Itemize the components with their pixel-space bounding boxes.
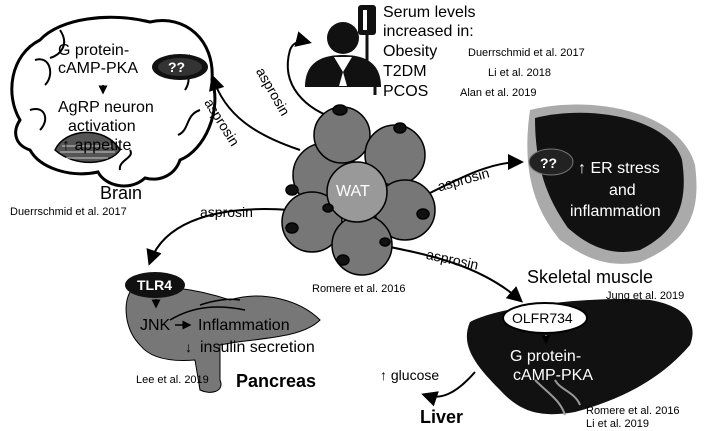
brain-citation: Duerrschmid et al. 2017	[10, 206, 127, 218]
pancreas-receptor	[125, 272, 185, 298]
liver-receptor	[502, 302, 588, 334]
pancreas-illustration	[125, 286, 321, 393]
serum-title-line1: Serum levels	[383, 4, 476, 21]
pancreas-jnk: JNK	[140, 317, 171, 334]
muscle-label: Skeletal muscle	[527, 267, 654, 287]
arrow-to-liver	[379, 244, 524, 303]
serum-item-name: PCOS	[383, 83, 429, 100]
pancreas-citation: Lee et al. 2019	[136, 374, 209, 386]
arrow-to-pancreas	[146, 208, 291, 266]
wat-label: WAT	[336, 183, 370, 200]
brain-label: Brain	[100, 183, 143, 203]
pancreas-label: Pancreas	[236, 371, 317, 391]
serum-item-citation: Li et al. 2018	[488, 67, 551, 79]
muscle-receptor	[528, 148, 574, 176]
arrow-to-brain	[209, 74, 301, 151]
liver-receptor-label: OLFR734	[512, 310, 573, 326]
brain-pathway-line1: G protein-	[58, 42, 130, 59]
brain-pathway-line3: AgRP neuron	[58, 99, 154, 116]
serum-item-name: Obesity	[383, 43, 438, 60]
brain-pathway-line5: ↑ appetite	[62, 137, 132, 154]
brain-pathway-line2: cAMP-PKA	[58, 60, 139, 77]
liver-citation2: Li et al. 2019	[586, 418, 649, 430]
brain-pathway-line4: activation	[68, 118, 136, 135]
liver-citation1: Romere et al. 2016	[586, 405, 680, 417]
serum-title-line2: increased in:	[383, 23, 474, 40]
arrow-glucose	[421, 371, 476, 407]
brain-receptor	[152, 54, 208, 80]
muscle-citation: Jung et al. 2019	[606, 290, 685, 302]
pancreas-receptor-label: TLR4	[137, 277, 172, 293]
serum-item-citation: Alan et al. 2019	[460, 87, 537, 99]
pancreas-effect-line2: insulin secretion	[200, 339, 315, 356]
serum-item-name: T2DM	[383, 63, 427, 80]
liver-pathway-line2: cAMP-PKA	[513, 367, 594, 384]
skeletal-muscle-illustration	[527, 104, 697, 264]
brain-receptor-label: ??	[168, 59, 186, 75]
wat-cells	[281, 104, 436, 276]
liver-glucose: ↑ glucose	[380, 367, 440, 383]
arrow-label-pancreas: asprosin	[200, 204, 253, 220]
muscle-receptor-label: ??	[540, 155, 558, 171]
muscle-effect-line1: ↑ ER stress	[578, 160, 660, 177]
arrow-to-serum	[286, 31, 341, 121]
person-icon	[305, 22, 381, 87]
muscle-effect-line3: inflammation	[570, 203, 661, 220]
wat-citation: Romere et al. 2016	[312, 283, 406, 295]
liver-pathway-line1: G protein-	[510, 348, 582, 365]
serum-item-citation: Duerrschmid et al. 2017	[468, 47, 585, 59]
muscle-effect-line2: and	[609, 182, 636, 199]
liver-label: Liver	[420, 407, 464, 427]
iv-bag-icon	[358, 5, 377, 95]
pancreas-effect-line1: Inflammation	[198, 317, 290, 334]
pancreas-down-arrow: ↓	[185, 339, 192, 355]
arrow-to-muscle	[419, 154, 524, 199]
